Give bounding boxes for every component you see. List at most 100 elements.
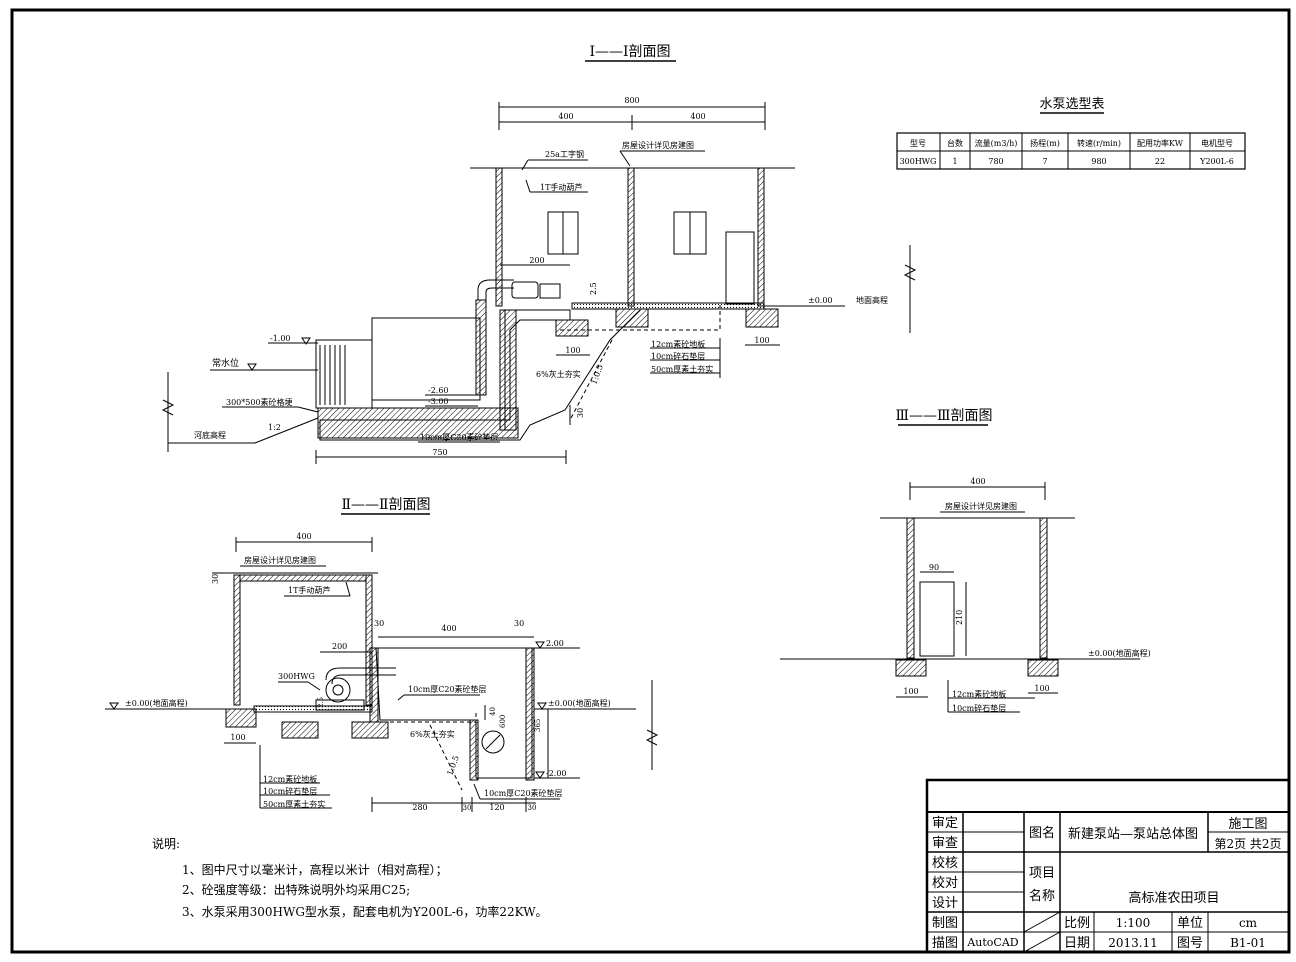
- label-ground-text-s1: 地面高程: [856, 295, 888, 305]
- dim-400-s3: 400: [970, 477, 985, 486]
- role-approve: 审定: [932, 816, 958, 831]
- dim-200-s2: 200: [332, 642, 347, 651]
- role-review: 审查: [932, 836, 958, 851]
- dim-200-s1: 200: [529, 256, 544, 265]
- notes-heading: 说明:: [152, 836, 180, 851]
- dim-100-mid: 100: [565, 346, 580, 355]
- label-lime-s1: 6%灰土夯实: [536, 369, 581, 379]
- notes: 说明: 1、图中尺寸以毫米计，高程以米计（相对高程）； 2、砼强度等级：出特殊说…: [152, 836, 548, 919]
- label-slope-12: 1:2: [268, 423, 281, 432]
- label-slope-s2: 1:0.5: [445, 754, 460, 776]
- project-label-1: 项目: [1029, 866, 1055, 881]
- section-1-1: Ⅰ——Ⅰ剖面图 800 400 400 25a工字钢 房屋设计详见房建图 1T手…: [161, 44, 917, 464]
- dim-100-s3-l: 100: [903, 687, 918, 696]
- elev-p2: 2.00: [546, 639, 564, 648]
- dim-120-s2: 120: [489, 803, 504, 812]
- dim-30-beam: 30: [211, 574, 220, 584]
- role-proof: 校对: [932, 875, 958, 891]
- th-motor: 电机型号: [1201, 138, 1233, 148]
- scale-label: 比例: [1064, 916, 1090, 931]
- label-hoist-s2: 1T手动葫芦: [288, 585, 330, 595]
- pump-table-title: 水泵选型表: [1039, 97, 1104, 112]
- th-model: 型号: [910, 139, 926, 148]
- label-normal-level: 常水位: [212, 357, 239, 369]
- elev-m2: -2.00: [546, 769, 567, 778]
- label-river-bed: 河底高程: [194, 430, 226, 440]
- title-block: 审定 审查 校核 校对 设计 制图 描图 AutoCAD 图名 新建泵站—泵站总…: [925, 778, 1291, 954]
- td-power: 22: [1155, 157, 1165, 166]
- section-3-3: Ⅲ——Ⅲ剖面图 400 房屋设计详见房建图 90 210 ±0.00(地面高程)…: [780, 408, 1151, 713]
- label-layer3-s1: 50cm厚素土夯实: [651, 364, 713, 374]
- dim-400a: 400: [558, 112, 573, 121]
- stage: 施工图: [1228, 817, 1267, 832]
- dim-400-s2: 400: [296, 532, 311, 541]
- project-label-2: 名称: [1029, 888, 1055, 904]
- unit-label: 单位: [1177, 916, 1203, 931]
- label-layer1-s3: 12cm素砼地板: [952, 689, 1006, 699]
- role-check: 校核: [932, 855, 958, 871]
- label-layer1-s1: 12cm素砼地板: [651, 339, 705, 349]
- label-layer1-s2: 12cm素砼地板: [263, 774, 317, 784]
- sheet-border: [10, 8, 1291, 954]
- label-hoist1: 1T手动葫芦: [540, 182, 582, 192]
- dim-100-s3-r: 100: [1034, 684, 1049, 693]
- td-flow: 780: [988, 157, 1003, 166]
- td-motor: Y200L-6: [1199, 157, 1234, 166]
- section3-title: Ⅲ——Ⅲ剖面图: [895, 408, 992, 424]
- td-count: 1: [952, 157, 957, 166]
- section-2-2: Ⅱ——Ⅱ剖面图 400 房屋设计详见房建图 30 1T手动葫芦 200 300H…: [105, 497, 659, 812]
- th-speed: 转速(r/min): [1077, 138, 1121, 148]
- label-cushion-s1: 10cm厚C20素砼垫层: [420, 432, 499, 442]
- section1-title: Ⅰ——Ⅰ剖面图: [589, 44, 670, 60]
- drawing-name-label: 图名: [1029, 825, 1055, 841]
- dim-30a-s2: 30: [463, 804, 472, 812]
- role-trace: 描图: [932, 936, 958, 951]
- th-count: 台数: [947, 138, 963, 148]
- dim-2.5-s1: 2.5: [589, 282, 598, 295]
- drawing-no-label: 图号: [1177, 936, 1203, 951]
- dim-600-s2: 600: [499, 715, 507, 728]
- label-ground-s2-l: ±0.00(地面高程): [125, 698, 188, 708]
- label-pump-s2: 300HWG: [278, 672, 315, 681]
- dim-40-s2: 40: [489, 707, 497, 716]
- drawing-no: B1-01: [1230, 936, 1266, 950]
- dim-100-right: 100: [754, 336, 769, 345]
- project-name: 高标准农田项目: [1128, 890, 1219, 906]
- label-layer2-s3: 10cm碎石垫层: [952, 703, 1006, 713]
- page-count: 第2页 共2页: [1214, 837, 1281, 851]
- dim-800: 800: [624, 96, 639, 105]
- label-trash-rack: 300*500素砼格埂: [226, 397, 293, 407]
- dim-30-pit-r: 30: [514, 619, 524, 628]
- label-ground-s3: ±0.00(地面高程): [1088, 648, 1151, 658]
- label-beam: 25a工字钢: [545, 149, 584, 159]
- elev-m26: -2.60: [428, 386, 449, 395]
- scale-value: 1:100: [1116, 916, 1151, 930]
- td-head: 7: [1042, 157, 1047, 166]
- section2-title: Ⅱ——Ⅱ剖面图: [341, 497, 430, 513]
- elev-m1: -1.00: [270, 334, 291, 343]
- dim-400b: 400: [690, 112, 705, 121]
- label-house1: 房屋设计详见房建图: [622, 140, 694, 150]
- date-label: 日期: [1064, 936, 1090, 951]
- note-1: 1、图中尺寸以毫米计，高程以米计（相对高程）；: [182, 862, 448, 877]
- label-cushion-bot: 10cm厚C20素砼垫层: [484, 788, 563, 798]
- note-3: 3、水泵采用300HWG型水泵，配套电机为Y200L-6，功率22KW。: [182, 904, 548, 919]
- td-speed: 980: [1091, 157, 1106, 166]
- date-value: 2013.11: [1108, 936, 1158, 950]
- label-cushion-top: 10cm厚C20素砼垫层: [408, 684, 487, 694]
- label-ground-s2-r: ±0.00(地面高程): [548, 698, 611, 708]
- pump-selection-table: 水泵选型表 型号 台数 流量(m3/h) 扬程(m) 转速(r/min) 配用功…: [896, 97, 1246, 170]
- unit-value: cm: [1239, 916, 1258, 930]
- dim-30b-s2: 30: [528, 804, 537, 812]
- note-2: 2、砼强度等级：出特殊说明外均采用C25;: [182, 882, 410, 897]
- dim-2.5-s2: 2.5: [317, 697, 325, 708]
- label-lime-s2: 6%灰土夯实: [410, 729, 455, 739]
- dim-280-s2: 280: [412, 803, 427, 812]
- dim-365-s2: 365: [534, 719, 542, 732]
- th-flow: 流量(m3/h): [975, 138, 1018, 148]
- dim-100-s2: 100: [230, 733, 245, 742]
- role-draft: 制图: [932, 916, 958, 931]
- drawing-name: 新建泵站—泵站总体图: [1068, 826, 1198, 842]
- dim-30-s1: 30: [576, 408, 585, 418]
